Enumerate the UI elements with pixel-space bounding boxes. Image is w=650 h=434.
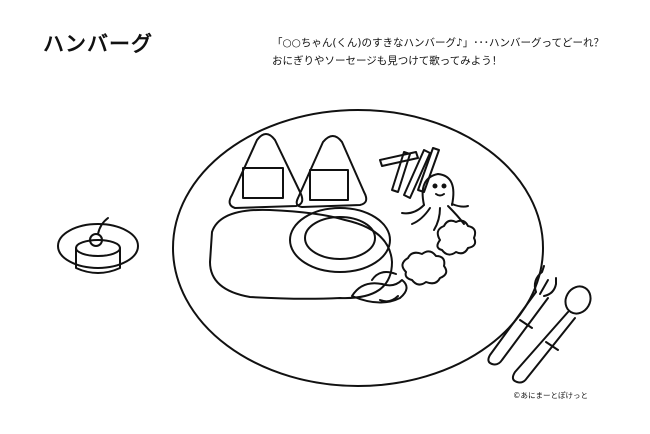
plate [172,109,544,387]
description-line-1: 「○○ちゃん(くん)のすきなハンバーグ♪」･･･ハンバーグってどーれ？ [272,37,604,49]
apple-slices [351,271,408,304]
pudding-dessert [57,217,139,274]
copyright-credit: ©あにまーとぽけっと [513,391,588,400]
octopus-sausage [401,173,469,231]
broccoli [401,219,477,286]
fork [487,265,557,366]
description-line-2: おにぎりやソーセージも見つけて歌ってみよう！ [272,55,503,67]
spoon [511,285,592,384]
onigiri-right [295,135,368,208]
hamburger-steak [209,207,393,300]
description: 「○○ちゃん(くん)のすきなハンバーグ♪」･･･ハンバーグってどーれ？ おにぎり… [272,34,604,70]
onigiri-left [228,133,304,209]
vegetable-sticks [379,147,440,199]
page-title: ハンバーグ [43,32,153,56]
